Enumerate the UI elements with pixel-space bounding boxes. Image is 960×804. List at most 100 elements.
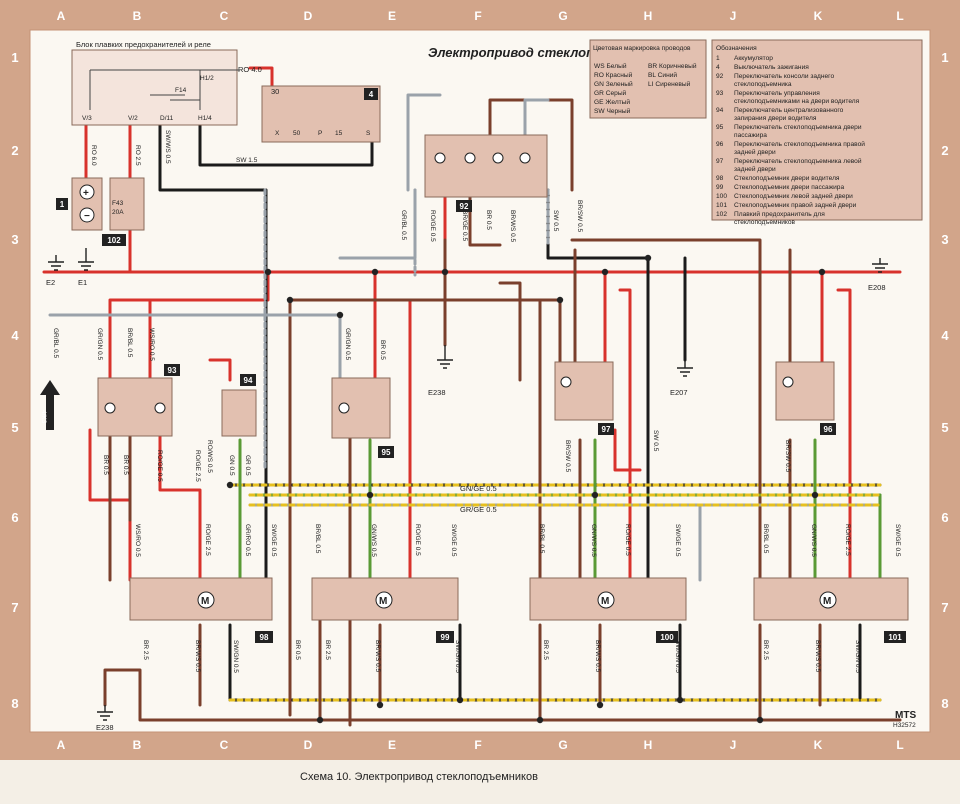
motor-icon: M xyxy=(823,596,831,607)
wires xyxy=(42,66,902,727)
grid-column-label: L xyxy=(896,9,903,23)
designation-number: 92 xyxy=(716,73,724,80)
wire-label: GR/GN 0.5 xyxy=(96,328,103,361)
designation-text: Переключатель стеклоподъемника левой xyxy=(734,157,862,165)
grid-row-label: 5 xyxy=(941,420,948,435)
designation-text: Переключатель стеклоподъемника двери xyxy=(734,124,862,131)
badge-100: 100 xyxy=(660,633,674,642)
wire-label: BR 0.5 xyxy=(122,455,129,475)
minus-icon: − xyxy=(84,211,90,222)
designation-number: 99 xyxy=(716,184,724,191)
designation-text: пассажира xyxy=(734,132,767,139)
wire-label: BR 0.5 xyxy=(294,640,301,660)
color-legend-title: Цветовая маркировка проводов xyxy=(593,45,691,52)
wire-label: RO 6.0 xyxy=(90,145,97,166)
designation-text: Плавкий предохранитель для xyxy=(734,210,825,218)
badge-102: 102 xyxy=(107,236,121,245)
wire-label: BR/GE 0.5 xyxy=(461,210,468,241)
grid-row-label: 8 xyxy=(11,696,18,711)
switch-92-body xyxy=(424,134,548,198)
svg-text:S: S xyxy=(366,130,371,137)
designation-number: 4 xyxy=(716,64,720,71)
grid-column-label: K xyxy=(814,738,823,752)
ground-e2: E2 xyxy=(46,278,55,287)
battery: + − 1 xyxy=(56,177,103,231)
color-legend: Цветовая маркировка проводов WS БелыйRO … xyxy=(589,39,707,119)
wire-label: SW/GN 0.5 xyxy=(454,640,461,673)
wire-label-ro40: RO 4.0 xyxy=(238,65,262,74)
drawing-code: H32572 xyxy=(893,722,916,729)
color-legend-entry: GE Желтый xyxy=(594,98,630,106)
wire-label: SW/GE 0.5 xyxy=(270,524,277,557)
grid-column-label: A xyxy=(57,9,66,23)
grid-row-label: 8 xyxy=(941,696,948,711)
wire-label: SW/GE 0.5 xyxy=(450,524,457,557)
wire-label: GR/RO 0.5 xyxy=(244,524,251,557)
wire-label: BR 2.5 xyxy=(142,640,149,660)
figure-caption: Схема 10. Электропривод стеклоподъемнико… xyxy=(300,771,538,783)
grid-column-label: K xyxy=(814,9,823,23)
grid-column-label: H xyxy=(644,9,653,23)
wire-label: GR/GN 0.5 xyxy=(344,328,351,361)
switch-93: 93 xyxy=(97,364,180,437)
grid-column-label: F xyxy=(474,9,481,23)
svg-text:30: 30 xyxy=(271,87,279,96)
grid-row-label: 2 xyxy=(11,143,18,158)
badge-1: 1 xyxy=(60,200,65,209)
wire-label: WS/RO 0.5 xyxy=(148,328,155,361)
wire-label: BR/WS 0.5 xyxy=(194,640,201,673)
wire-label: GR/BL 0.5 xyxy=(400,210,407,240)
wire-label: BR/BL 0.5 xyxy=(126,328,133,358)
fusebox-pin-d11: D/11 xyxy=(160,115,174,122)
designation-number: 101 xyxy=(716,202,727,209)
badge-99: 99 xyxy=(441,633,450,642)
grid-row-label: 7 xyxy=(941,600,948,615)
grid-column-label: D xyxy=(304,738,313,752)
connector-4k3: 4/K3 xyxy=(40,380,60,430)
designation-text: Переключатель централизованного xyxy=(734,107,844,114)
designation-text: Стеклоподъемник двери пассажира xyxy=(734,184,844,191)
wire-label: GN/WS 0.5 xyxy=(810,524,817,557)
grounds: E2 E1 E238 E238 E207 E208 xyxy=(46,248,888,732)
grid-column-label: J xyxy=(730,9,737,23)
grid-column-label: C xyxy=(220,738,229,752)
wire-label: BR/WS 0.5 xyxy=(374,640,381,673)
wire-label: SW 1.5 xyxy=(236,157,258,164)
wire-label: GN/GE 0.5 xyxy=(460,484,497,493)
wire-label: RO/GE 0.5 xyxy=(156,450,163,482)
designation-text: Стеклоподъемник правой задней двери xyxy=(734,201,857,209)
color-legend-entry: BR Коричневый xyxy=(648,62,697,70)
designation-item: 99 Стеклоподъемник двери пассажира xyxy=(716,184,844,191)
wire-label: BR/WS 0.5 xyxy=(509,210,516,243)
motor-icon: M xyxy=(379,596,387,607)
grid-row-label: 6 xyxy=(941,510,948,525)
wire-label: RO/WS 0.5 xyxy=(206,440,213,473)
ground-e238-bottom: E238 xyxy=(96,723,114,732)
designation-number: 98 xyxy=(716,175,724,182)
switch-96-body xyxy=(775,361,835,421)
grid-column-label: B xyxy=(133,9,142,23)
designation-text: Переключатель управления xyxy=(734,90,820,97)
fusebox-pin-h12: H1/2 xyxy=(200,75,214,82)
wire-label: BR/BL 0.5 xyxy=(314,524,321,554)
wire-label: BR/BL 0.5 xyxy=(538,524,545,554)
wire-label: BR/SW 0.5 xyxy=(564,440,571,473)
svg-text:P: P xyxy=(318,130,322,137)
grid-column-label: D xyxy=(304,9,313,23)
wire-label: SW/GE 0.5 xyxy=(674,524,681,557)
wire-labels: RO 6.0 RO 2.5 SW/WS 0.5 SW 1.5 GR/BL 0.5… xyxy=(52,130,901,673)
wire-label: GR/GE 0.5 xyxy=(460,505,497,514)
fusebox-pin-v3: V/3 xyxy=(82,115,92,122)
fusebox: Блок плавких предохранителей и реле V/3 … xyxy=(71,40,262,126)
designation-number: 100 xyxy=(716,193,727,200)
color-legend-entry: GR Серый xyxy=(594,89,627,97)
grid-row-label: 5 xyxy=(11,420,18,435)
ground-e238-top: E238 xyxy=(428,388,446,397)
switch-97: 97 xyxy=(554,361,614,435)
designation-item: 101 Стеклоподъемник правой задней двери xyxy=(716,201,857,209)
wire-label: BR/WS 0.5 xyxy=(814,640,821,673)
grid-column-label: L xyxy=(896,738,903,752)
